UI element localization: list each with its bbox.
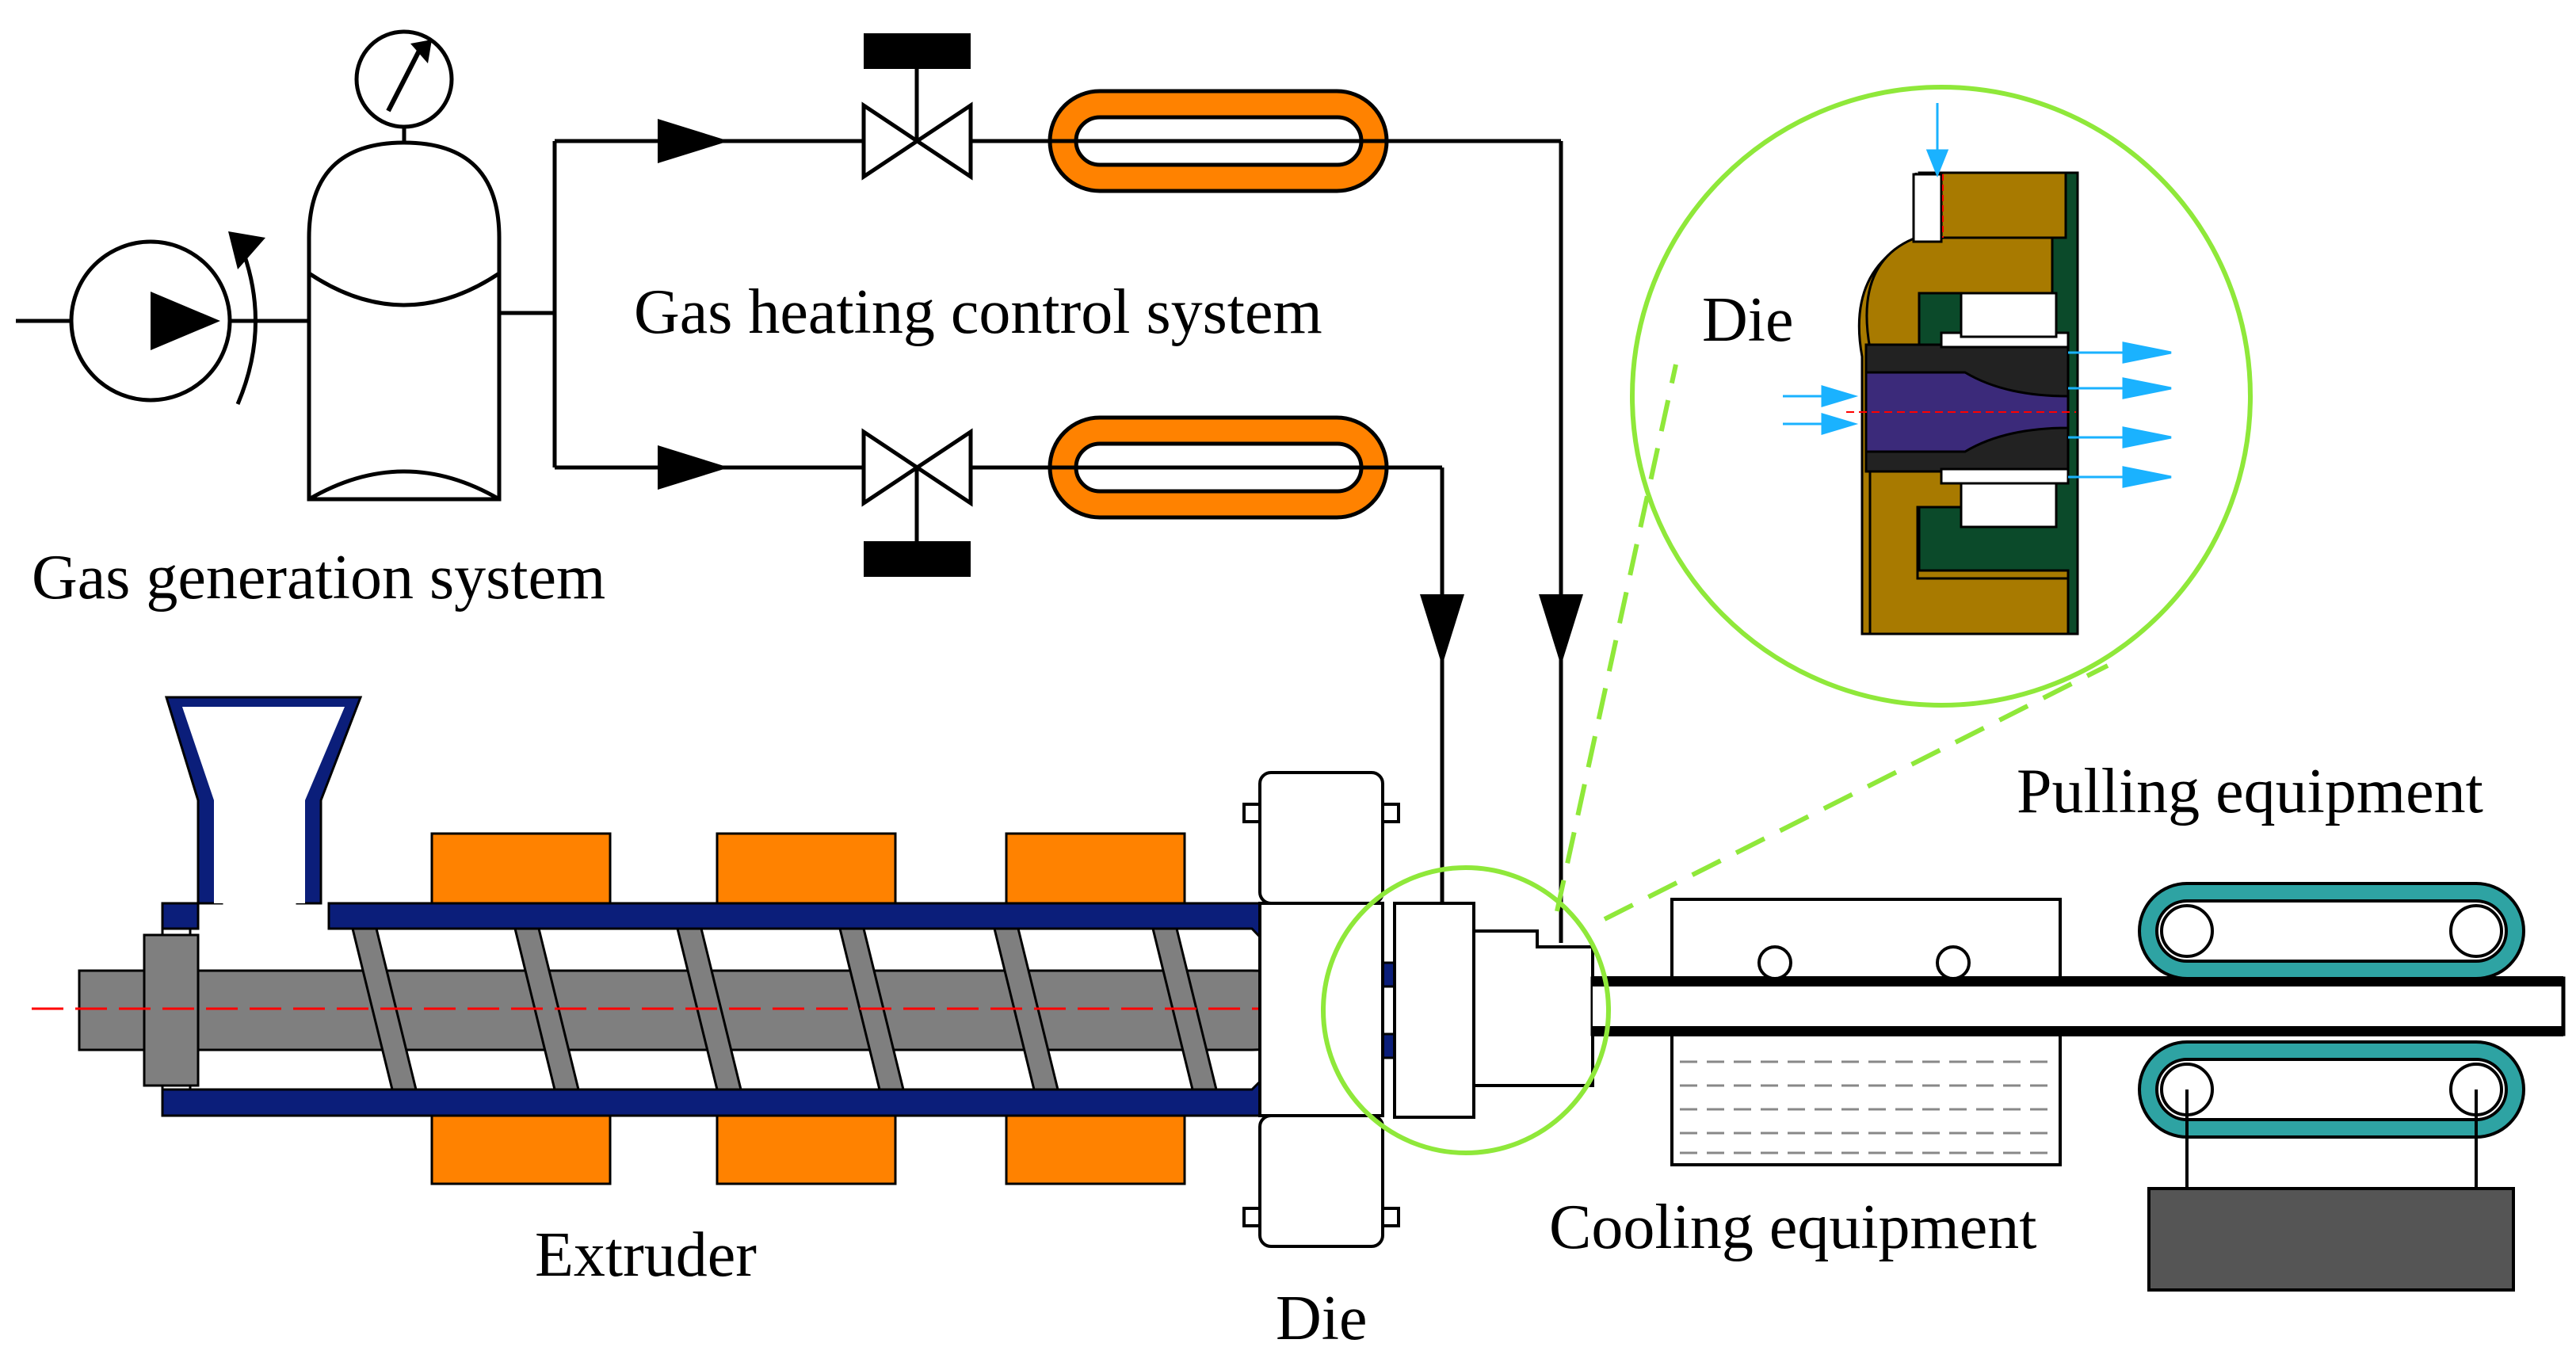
die-assembly bbox=[1242, 771, 1594, 1248]
pulling-equipment bbox=[2138, 882, 2525, 1292]
heater-band bbox=[1005, 832, 1186, 906]
zoom-circle bbox=[1630, 85, 2253, 708]
label-die: Die bbox=[1276, 1284, 1368, 1353]
label-die-zoom: Die bbox=[1702, 285, 1794, 355]
label-gas-heating: Gas heating control system bbox=[634, 277, 1322, 347]
label-pulling: Pulling equipment bbox=[2017, 757, 2483, 826]
flow-arrow-icon bbox=[658, 445, 729, 490]
gas-in-arrow-icon bbox=[1925, 149, 1949, 178]
gas-in-arrow-icon bbox=[1821, 412, 1859, 436]
pressure-gauge bbox=[354, 29, 454, 129]
gas-tank bbox=[307, 111, 502, 502]
label-gas-generation: Gas generation system bbox=[32, 543, 605, 612]
heater-band bbox=[430, 832, 612, 906]
die-detail bbox=[1846, 171, 2079, 635]
puller-base bbox=[2147, 1187, 2515, 1292]
heater-band bbox=[716, 832, 897, 906]
extruder bbox=[32, 696, 1396, 1185]
zoom-callout bbox=[1321, 85, 2253, 1155]
valve-bottom bbox=[861, 428, 973, 577]
highlight-circle-die bbox=[1321, 865, 1611, 1155]
valve-top bbox=[861, 33, 973, 181]
flow-arrow-icon bbox=[1539, 594, 1583, 666]
gas-heater-bottom bbox=[1048, 415, 1389, 520]
pump bbox=[69, 231, 265, 405]
label-cooling: Cooling equipment bbox=[1549, 1193, 2037, 1262]
gas-heater-top bbox=[1048, 89, 1389, 193]
valve-icon bbox=[861, 101, 973, 181]
heater-band bbox=[716, 1111, 897, 1185]
heater-band bbox=[1005, 1111, 1186, 1185]
flow-arrow-icon bbox=[1420, 594, 1464, 666]
flow-arrows bbox=[658, 119, 1583, 666]
gas-flow-arrows bbox=[1783, 103, 2172, 488]
label-extruder: Extruder bbox=[535, 1220, 757, 1290]
screw-collar bbox=[143, 933, 200, 1087]
heater-band bbox=[430, 1111, 612, 1185]
cooling-tank bbox=[1593, 898, 2068, 1166]
gas-in-arrow-icon bbox=[1821, 384, 1859, 408]
flow-arrow-icon bbox=[658, 119, 729, 163]
